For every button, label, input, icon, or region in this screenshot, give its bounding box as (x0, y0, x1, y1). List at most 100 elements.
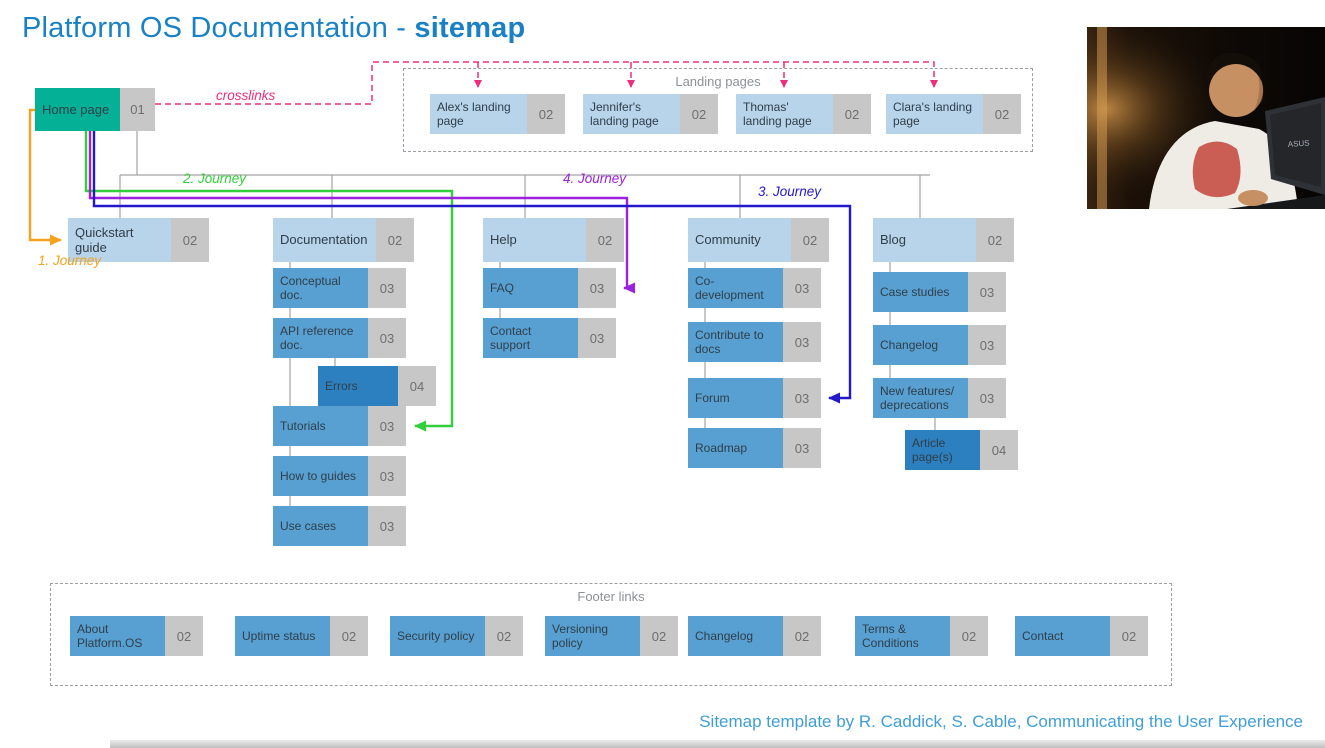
node-level: 01 (120, 88, 155, 131)
node-level: 03 (968, 325, 1006, 365)
laptop-lid-inner (1270, 103, 1321, 187)
node-label: Thomas' landing page (736, 94, 833, 134)
node-label: API reference doc. (273, 318, 368, 358)
node-label: Co-development (688, 268, 783, 308)
node-footer-changelog: Changelog 02 (688, 616, 821, 656)
node-label: Tutorials (273, 406, 368, 446)
node-level: 02 (783, 616, 821, 656)
node-community: Community 02 (688, 218, 829, 262)
photo-person-laptop: ASUS (1087, 27, 1325, 209)
photo-illustration: ASUS (1087, 27, 1325, 209)
node-terms-conditions: Terms & Conditions 02 (855, 616, 988, 656)
node-label: Forum (688, 378, 783, 418)
node-label: Contact support (483, 318, 578, 358)
node-level: 03 (783, 428, 821, 468)
node-level: 02 (680, 94, 718, 134)
node-new-features-deprecations: New features/ deprecations 03 (873, 378, 1006, 418)
page-title-regular: Platform OS Documentation - (22, 12, 415, 44)
node-level: 03 (968, 272, 1006, 312)
node-level: 03 (783, 322, 821, 362)
node-level: 02 (976, 218, 1014, 262)
node-label: Uptime status (235, 616, 330, 656)
node-label: Contact (1015, 616, 1110, 656)
node-article-pages: Article page(s) 04 (905, 430, 1018, 470)
node-level: 02 (171, 218, 209, 262)
node-versioning-policy: Versioning policy 02 (545, 616, 678, 656)
attribution-text: Sitemap template by R. Caddick, S. Cable… (699, 712, 1303, 731)
node-label: Changelog (688, 616, 783, 656)
node-documentation: Documentation 02 (273, 218, 414, 262)
node-label: New features/ deprecations (873, 378, 968, 418)
node-level: 04 (398, 366, 436, 406)
node-co-development: Co-development 03 (688, 268, 821, 308)
node-level: 02 (983, 94, 1021, 134)
node-label: Case studies (873, 272, 968, 312)
node-label: Versioning policy (545, 616, 640, 656)
node-faq: FAQ 03 (483, 268, 616, 308)
node-api-reference-doc: API reference doc. 03 (273, 318, 406, 358)
journey-2-label: 2. Journey (183, 171, 247, 186)
node-label: Clara's landing page (886, 94, 983, 134)
node-help: Help 02 (483, 218, 624, 262)
journey-4-label: 4. Journey (563, 171, 627, 186)
node-level: 02 (640, 616, 678, 656)
node-level: 03 (783, 268, 821, 308)
node-label: Blog (873, 218, 976, 262)
node-level: 03 (578, 318, 616, 358)
node-level: 03 (368, 406, 406, 446)
node-thomas-landing-page: Thomas' landing page 02 (736, 94, 871, 134)
node-clara-landing-page: Clara's landing page 02 (886, 94, 1021, 134)
node-alex-landing-page: Alex's landing page 02 (430, 94, 565, 134)
node-level: 02 (1110, 616, 1148, 656)
shirt-graphic (1192, 141, 1241, 198)
node-jennifer-landing-page: Jennifer's landing page 02 (583, 94, 718, 134)
node-errors: Errors 04 (318, 366, 436, 406)
node-roadmap: Roadmap 03 (688, 428, 821, 468)
node-level: 03 (968, 378, 1006, 418)
node-level: 02 (485, 616, 523, 656)
footer-links-label: Footer links (577, 589, 645, 604)
node-label: How to guides (273, 456, 368, 496)
footer-links-container: Footer links (50, 583, 1172, 686)
node-level: 02 (527, 94, 565, 134)
journey-3-label: 3. Journey (758, 184, 822, 199)
hair (1207, 52, 1262, 89)
node-level: 03 (368, 268, 406, 308)
node-level: 02 (586, 218, 624, 262)
node-label: FAQ (483, 268, 578, 308)
node-level: 04 (980, 430, 1018, 470)
node-label: Article page(s) (905, 430, 980, 470)
node-blog: Blog 02 (873, 218, 1014, 262)
node-contact: Contact 02 (1015, 616, 1148, 656)
node-level: 02 (330, 616, 368, 656)
journey-1-label: 1. Journey (38, 253, 102, 268)
node-label: Home page (35, 88, 120, 131)
node-level: 03 (368, 506, 406, 546)
node-label: Terms & Conditions (855, 616, 950, 656)
node-level: 02 (950, 616, 988, 656)
node-forum: Forum 03 (688, 378, 821, 418)
node-case-studies: Case studies 03 (873, 272, 1006, 312)
page-title: Platform OS Documentation - sitemap (22, 12, 525, 45)
node-contact-support: Contact support 03 (483, 318, 616, 358)
node-tutorials: Tutorials 03 (273, 406, 406, 446)
node-label: Changelog (873, 325, 968, 365)
node-label: Roadmap (688, 428, 783, 468)
node-about-platformos: About Platform.OS 02 (70, 616, 203, 656)
node-label: Alex's landing page (430, 94, 527, 134)
face-shadow (1254, 75, 1264, 111)
node-level: 02 (376, 218, 414, 262)
node-label: Use cases (273, 506, 368, 546)
node-level: 03 (783, 378, 821, 418)
node-label: Errors (318, 366, 398, 406)
node-level: 03 (368, 318, 406, 358)
node-label: Jennifer's landing page (583, 94, 680, 134)
node-label: Help (483, 218, 586, 262)
landing-pages-label: Landing pages (675, 74, 761, 89)
crosslinks-label: crosslinks (216, 88, 276, 103)
journey-4-arrow (88, 131, 635, 294)
node-label: Documentation (273, 218, 376, 262)
window-light (1097, 27, 1107, 209)
node-label: Contribute to docs (688, 322, 783, 362)
